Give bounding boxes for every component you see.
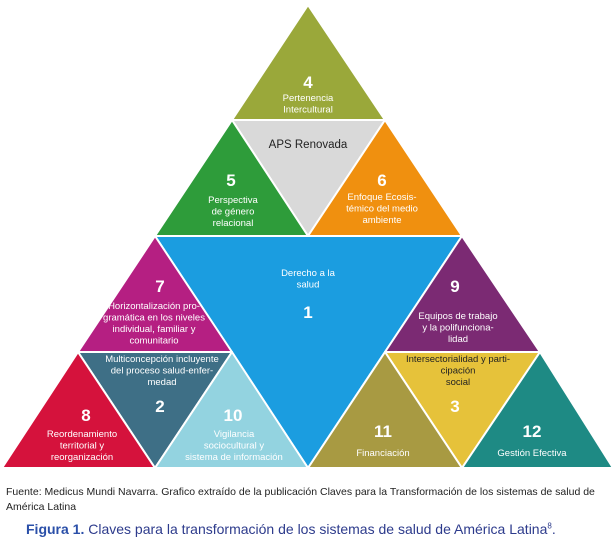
segment-10-number: 10 [224,406,243,425]
segment-center-label: APS Renovada [269,139,348,151]
segment-3-label-line: cipación [441,366,476,377]
segment-11-number: 11 [374,422,392,441]
segment-1-number: 1 [303,303,312,322]
segment-5-label-line: relacional [213,218,254,229]
segment-9-label-line: y la polifunciona- [422,323,493,334]
figure-title: Claves para la transformación de los sis… [84,521,548,537]
segment-7-label-line: Horizontalización pro- [108,301,200,312]
segment-center-label-line: APS Renovada [269,139,348,151]
segment-5-number: 5 [226,171,235,190]
segment-9-number: 9 [450,277,459,296]
segment-8-triangle [1,351,156,469]
segment-11-label: Financiación [356,448,409,459]
segment-6-label-line: témico del medio [346,204,418,215]
segment-2-label-line: Multiconcepción incluyente [105,354,219,365]
figure-reference: 8 [547,521,552,531]
segment-7-label: Horizontalización pro-gramática en los n… [103,301,205,347]
segment-8-label-line: territorial y [60,441,105,452]
segment-8-label-line: reorganización [51,452,113,463]
segment-11-triangle [307,351,463,469]
segment-8-label-line: Reordenamiento [47,429,117,440]
segment-9-label-line: lidad [448,334,468,345]
segment-9-label-line: Equipos de trabajo [418,311,497,322]
segment-10-label-line: sociocultural y [204,441,264,452]
segment-12-number: 12 [523,422,542,441]
source-caption: Fuente: Medicus Mundi Navarra. Grafico e… [6,486,595,513]
segment-10-triangle [154,351,309,469]
figure-label: Figura 1. [26,521,85,537]
segment-4-label-line: Intercultural [283,105,333,116]
segment-2-label-line: del proceso salud-enfer- [111,366,213,377]
pyramid-segments [1,4,614,469]
segment-3-label-line: social [446,377,470,388]
segment-7-number: 7 [155,277,164,296]
segment-12-triangle [461,351,614,469]
segment-6-number: 6 [377,171,386,190]
segment-7-label-line: comunitario [129,336,178,347]
segment-12-label: Gestión Efectiva [497,448,567,459]
segment-6-label-line: ambiente [362,215,401,226]
segment-6-label-line: Enfoque Ecosis- [347,192,416,203]
segment-1-label-line: Derecho a la [281,268,336,279]
segment-2-number: 2 [155,397,164,416]
segment-4-label-line: Pertenencia [283,93,334,104]
segment-10-label-line: sistema de información [185,452,283,463]
segment-12-label-line: Gestión Efectiva [497,448,567,459]
segment-5-label-line: de género [212,207,255,218]
figure-end: . [551,521,556,537]
segment-3-label-line: Intersectorialidad y parti- [406,354,510,365]
segment-5-label-line: Perspectiva [208,195,258,206]
segment-11-label-line: Financiación [356,448,409,459]
segment-2-label-line: medad [147,377,176,388]
segment-3-number: 3 [450,397,459,416]
segment-7-label-line: gramática en los niveles [103,313,205,324]
figure-caption: Figura 1. Claves para la transformación … [26,521,616,537]
segment-8-number: 8 [81,406,90,425]
segment-7-label-line: individual, familiar y [113,324,196,335]
segment-1-label-line: salud [297,280,320,291]
segment-4-number: 4 [303,73,313,92]
segment-10-label-line: Vigilancia [214,429,255,440]
